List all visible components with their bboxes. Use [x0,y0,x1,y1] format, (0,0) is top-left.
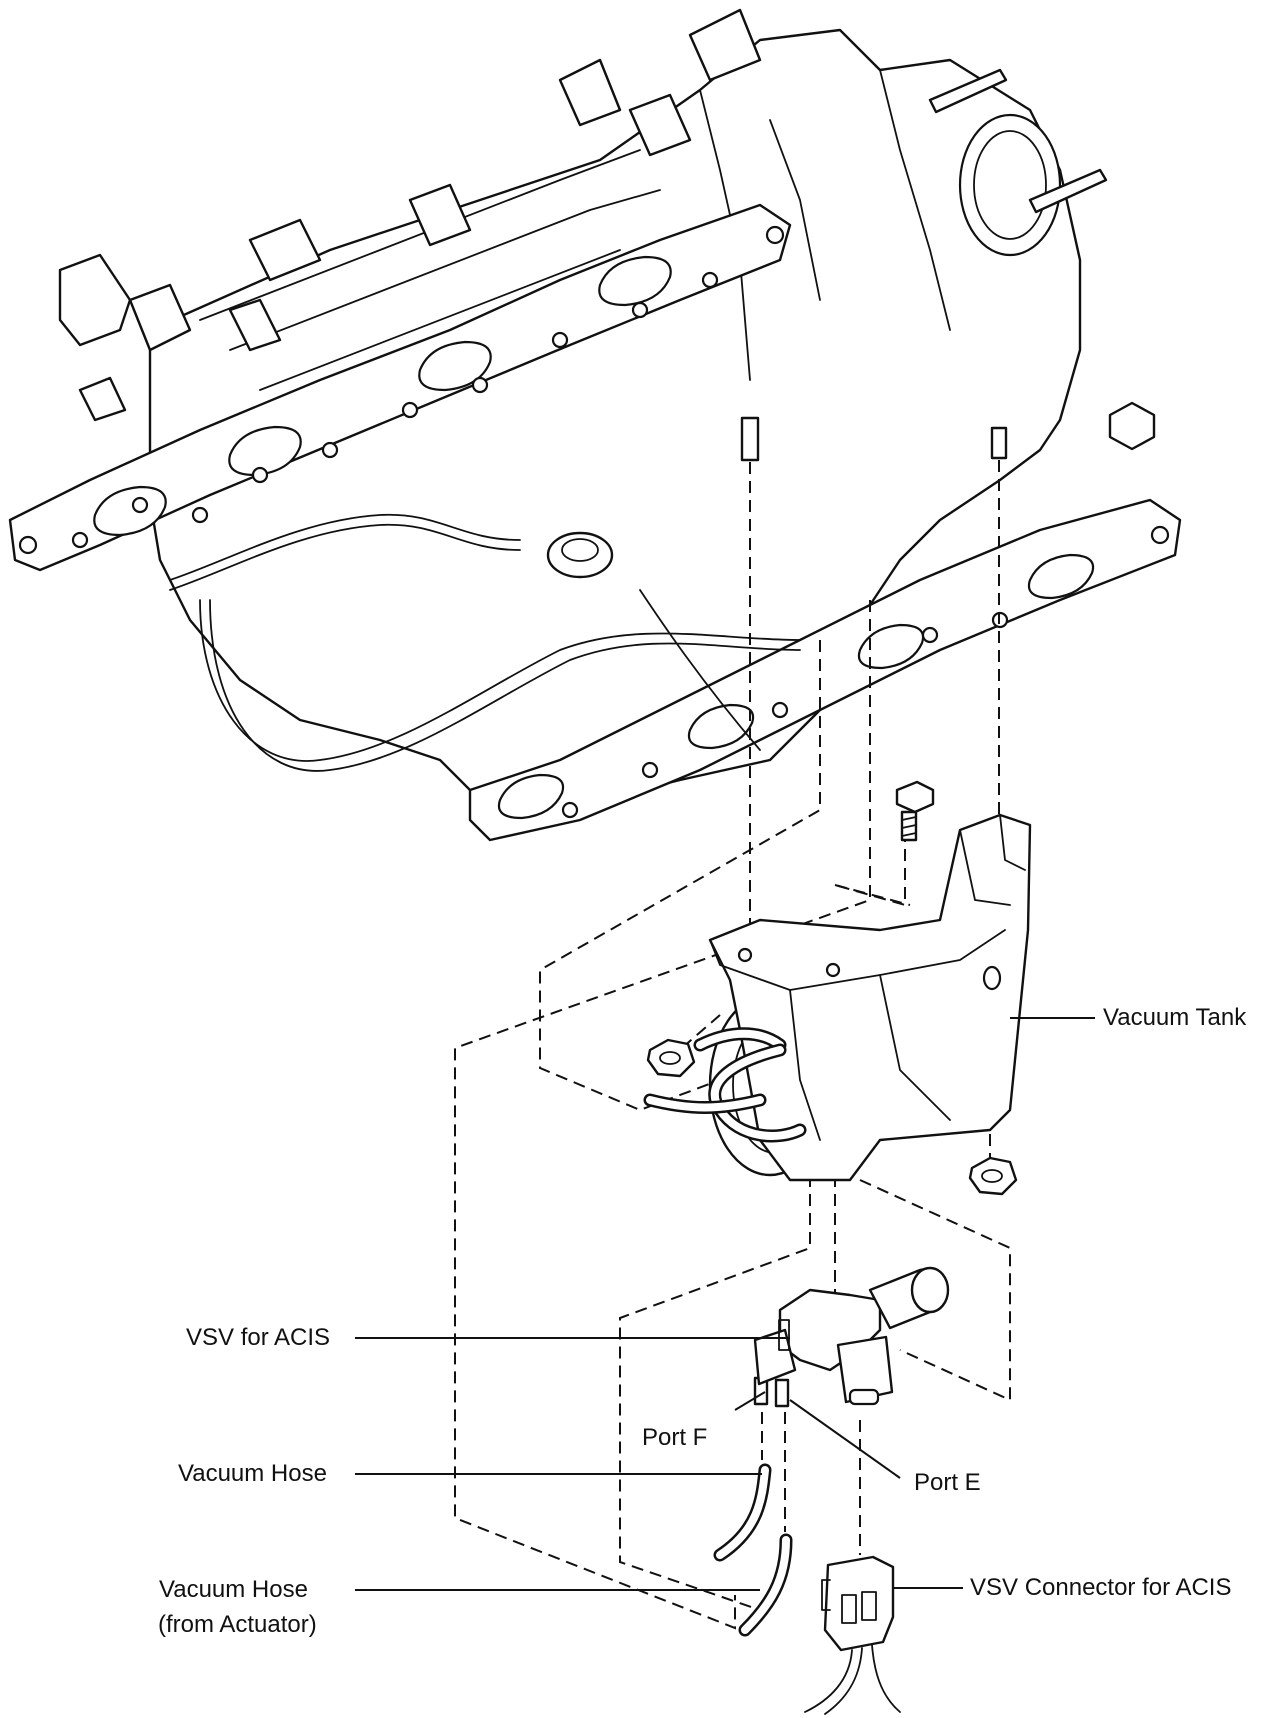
nut-right [968,1156,1018,1196]
vacuum-hose-from-actuator [738,1533,793,1637]
label-vsv-connector: VSV Connector for ACIS [970,1574,1232,1601]
bolt [895,780,935,842]
vsv-for-acis [753,1266,950,1408]
callout-leaders [355,1017,1095,1591]
vacuum-tank [643,813,1032,1182]
label-vacuum-hose-actuator-line1: Vacuum Hose [159,1576,308,1603]
vacuum-hose [713,1463,772,1562]
label-vsv-for-acis: VSV for ACIS [186,1324,331,1351]
nut-left [646,1038,696,1078]
intake-manifold [8,8,1182,842]
label-port-f: Port F [642,1424,708,1451]
vsv-connector [804,1555,901,1715]
label-vacuum-hose: Vacuum Hose [178,1460,327,1487]
label-port-e: Port E [914,1469,981,1496]
label-vacuum-hose-actuator-line2: (from Actuator) [158,1611,317,1638]
label-vacuum-tank: Vacuum Tank [1103,1004,1247,1031]
